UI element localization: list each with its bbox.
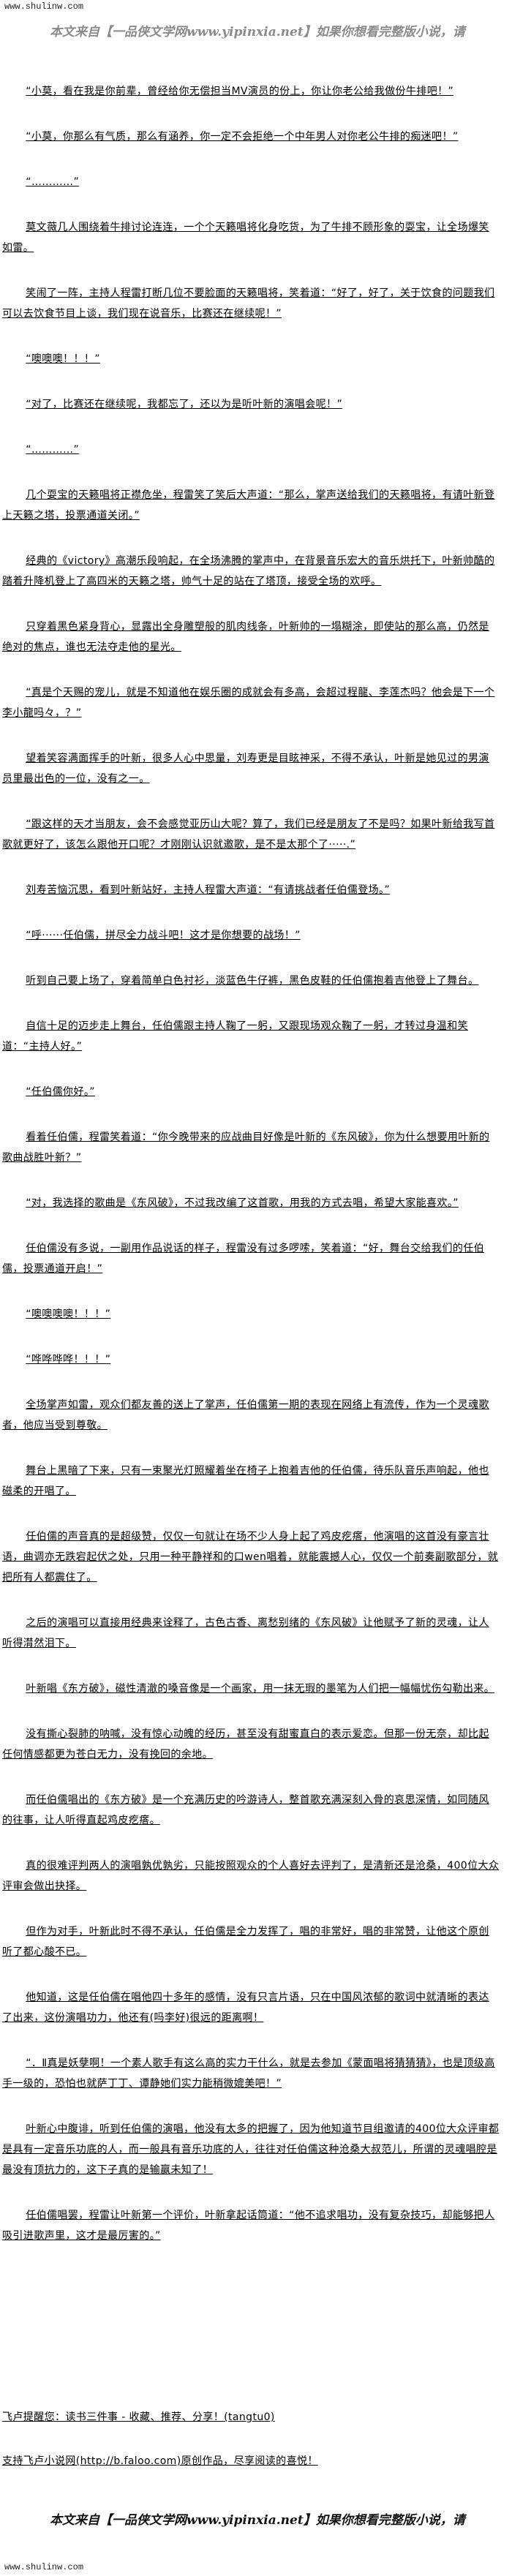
paragraph: “任伯儒你好。” bbox=[26, 1086, 95, 1098]
paragraph: 刘寿苦恼沉思，看到叶新站好，主持人程雷大声道：“有请挑战者任伯儒登场。” bbox=[26, 884, 391, 896]
paragraph: 看着任伯儒，程雷笑着道：“你今晚带来的应战曲目好像是叶新的《东风破》，你为什么想… bbox=[2, 1131, 490, 1164]
paragraph: 而任伯儒唱出的《东方破》是一个充满历史的吟游诗人，整首歌充满深刻入骨的哀思深情，… bbox=[2, 1794, 489, 1826]
paragraph: 他知道，这是任伯儒在唱他四十多年的感情，没有只言片语，只在中国风浓郁的歌词中就清… bbox=[2, 1992, 489, 2024]
paragraph: 之后的演唱可以直接用经典来诠释了，古色古香、离愁别绪的《东风破》让他赋予了新的灵… bbox=[2, 1617, 489, 1649]
paragraph: “小莫，看在我是你前辈，曾经给你无偿担当MV演员的份上，你让你老公给我做份牛排吧… bbox=[26, 86, 454, 97]
paragraph: 听到自己要上场了，穿着简单白色衬衫，淡蓝色牛仔裤，黑色皮鞋的任伯儒抱着吉他登上了… bbox=[26, 975, 479, 987]
footer-support-link[interactable]: 支持飞卢小说网(http://b.faloo.com)原创作品，尽享阅读的喜悦！ bbox=[2, 2455, 318, 2467]
paragraph: “小莫，你那么有气质，那么有涵养，你一定不会拒绝一个中年男人对你老公牛排的痴迷吧… bbox=[26, 131, 459, 143]
paragraph: 几个耍宝的天籁唱将正襟危坐，程雷笑了笑后大声道：“那么，掌声送给我们的天籁唱将，… bbox=[2, 489, 495, 521]
footer-reminder: 飞卢提醒您：读书三件事 - 收藏、推荐、分享！(tangtu0) bbox=[2, 2411, 275, 2423]
paragraph: “噢噢噢！！！” bbox=[26, 353, 100, 365]
paragraph: “对了，比赛还在继续呢，我都忘了，还以为是听叶新的演唱会呢！” bbox=[26, 399, 343, 410]
paragraph: 自信十足的迈步走上舞台，任伯儒跟主持人鞠了一躬，又跟现场观众鞠了一躬，才转过身温… bbox=[2, 1020, 468, 1052]
paragraph: 经典的《victory》高潮乐段响起，在全场沸腾的掌声中，在背景音乐宏大的音乐烘… bbox=[2, 555, 495, 587]
source-banner-top: 本文来自【一品侠文学网www.yipinxia.net】如果你想看完整版小说，请 bbox=[50, 25, 465, 39]
paragraph: 叶新唱《东方破》，磁性清澈的嗓音像是一个画家，用一抹无瑕的墨笔为人们把一幅幅忧伤… bbox=[26, 1683, 495, 1695]
paragraph: 任伯儒的声音真的是超级赞，仅仅一句就让在场不少人身上起了鸡皮疙瘩，他演唱的这首没… bbox=[2, 1531, 499, 1583]
paragraph: “哗哗哗哗！！！” bbox=[26, 1354, 111, 1366]
paragraph: 但作为对手，叶新此时不得不承认，任伯儒是全力发挥了，唱的非常好，唱的非常赞，让他… bbox=[2, 1926, 489, 1958]
paragraph: “噢噢噢噢！！！” bbox=[26, 1308, 111, 1320]
paragraph: 任伯儒唱罢，程雷让叶新第一个评价，叶新拿起话筒道：“他不追求唱功，没有复杂技巧，… bbox=[2, 2210, 495, 2242]
paragraph: “呼······任伯儒，拼尽全力战斗吧！这才是你想要的战场！” bbox=[26, 930, 301, 941]
paragraph: 没有撕心裂肺的呐喊，没有惊心动魄的经历，甚至没有甜蜜直白的表示爱恋。但那一份无奈… bbox=[2, 1728, 489, 1760]
paragraph: 莫文薇几人围绕着牛排讨论连连，一个个天籁唱将化身吃货，为了牛排不顾形象的耍宝，让… bbox=[2, 222, 489, 254]
chapter-body: “小莫，看在我是你前辈，曾经给你无偿担当MV演员的份上，你让你老公给我做份牛排吧… bbox=[2, 81, 500, 2271]
source-banner-bottom: 本文来自【一品侠文学网www.yipinxia.net】如果你想看完整版小说，请 bbox=[50, 2513, 465, 2528]
paragraph: 任伯儒没有多说，一副用作品说话的样子，程雷没有过多啰嗦，笑着道：“好，舞台交给我… bbox=[2, 1243, 485, 1275]
paragraph: “跟这样的天才当朋友，会不会感觉亚历山大呢？算了，我们已经是朋友了不是吗？如果叶… bbox=[2, 818, 495, 851]
paragraph: 只穿着黑色紧身背心，显露出全身雕塑般的肌肉线条，叶新帅的一塌糊涂，即使站的那么高… bbox=[2, 621, 489, 653]
paragraph: “…………” bbox=[26, 176, 80, 188]
paragraph: 笑闹了一阵，主持人程雷打断几位不要脸面的天籁唱将，笑着道：“好了，好了，关于饮食… bbox=[2, 287, 495, 320]
site-url-footer: www.shulinw.com bbox=[4, 2562, 84, 2572]
paragraph: 舞台上黑暗了下来，只有一束聚光灯照耀着坐在椅子上抱着吉他的任伯儒，待乐队音乐声响… bbox=[2, 1465, 489, 1497]
paragraph: “对，我选择的歌曲是《东风破》，不过我改编了这首歌，用我的方式去唱，希望大家能喜… bbox=[26, 1197, 459, 1209]
paragraph: 望着笑容满面挥手的叶新，很多人心中思量，刘寿更是目眩神采，不得不承认，叶新是她见… bbox=[2, 753, 489, 785]
paragraph: “．Ⅱ真是妖孽啊！一个素人歌手有这么高的实力干什么，就是去参加《蒙面唱将猜猜猜》… bbox=[2, 2057, 495, 2090]
paragraph: 全场掌声如雷，观众们都友善的送上了掌声，任伯儒第一期的表现在网络上有流传，作为一… bbox=[2, 1399, 489, 1431]
site-url-header: www.shulinw.com bbox=[4, 1, 84, 12]
paragraph: “…………” bbox=[26, 444, 80, 456]
paragraph: 真的很难评判两人的演唱孰优孰劣，只能按照观众的个人喜好去评判了，是清新还是沧桑，… bbox=[2, 1860, 500, 1892]
paragraph: 叶新心中腹诽，听到任伯儒的演唱，他没有太多的把握了，因为他知道节目组邀请的400… bbox=[2, 2123, 500, 2176]
paragraph: “真是个天赐的宠儿，就是不知道他在娱乐圈的成就会有多高，会超过程龍、李莲杰吗？他… bbox=[2, 687, 495, 719]
